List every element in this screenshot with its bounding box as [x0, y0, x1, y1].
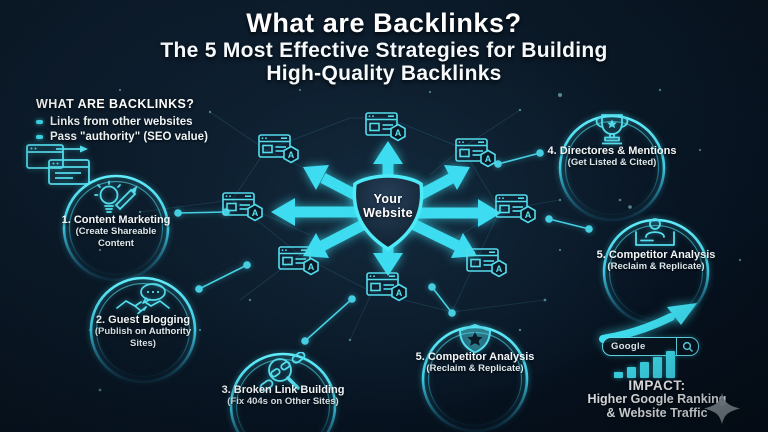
strategy-detail: (Reclaim & Replicate) — [607, 261, 705, 272]
strategy-name: 1. Content Marketing — [61, 214, 171, 226]
definition-bullet-2: Pass "authority" (SEO value) — [36, 131, 208, 143]
browser-authority-icon — [466, 248, 508, 278]
network-dots — [88, 88, 742, 392]
handshake-chat-icon — [116, 283, 170, 315]
title-block: What are Backlinks? The 5 Most Effective… — [0, 8, 768, 85]
definition-bullet-1: Links from other websites — [36, 116, 208, 128]
trophy-icon — [595, 114, 629, 145]
strategy-detail: Content — [98, 237, 134, 249]
traffic-bar — [653, 357, 662, 378]
impact-text: IMPACT: Higher Google Ranking & Website … — [575, 378, 739, 420]
impact-heading: IMPACT: — [628, 378, 686, 393]
traffic-bars — [614, 350, 690, 378]
strategy-detail: (Fix 404s on Other Sites) — [227, 396, 339, 407]
traffic-bar — [640, 362, 649, 378]
browser-authority-icon — [222, 192, 264, 222]
strategy-name: 5. Competitor Analysis — [596, 249, 716, 261]
strategy-detail: (Create Shareable — [75, 226, 157, 237]
main-title: What are Backlinks? — [246, 8, 522, 38]
search-icon — [676, 338, 698, 355]
browser-authority-icon — [495, 194, 537, 224]
person-tray-icon — [635, 218, 675, 246]
lightbulb-pencil-icon — [94, 180, 138, 213]
bullet-marker — [36, 120, 43, 124]
network-background — [139, 109, 561, 341]
strategy-detail: (Publish on Authority — [94, 326, 192, 337]
hub-shield — [352, 174, 424, 252]
browser-authority-icon — [365, 112, 407, 142]
strategy-detail: (Get Listed & Cited) — [567, 157, 657, 168]
backlink-windows-icon — [26, 144, 90, 185]
connector-lines — [174, 149, 593, 345]
circle-ring — [62, 174, 170, 282]
bullet-marker — [36, 135, 43, 139]
traffic-bar — [627, 367, 636, 378]
strategy-name: 2. Guest Blogging — [95, 314, 191, 326]
circle-ring — [89, 276, 197, 384]
strategy-directories-mentions: 4. Directores & Mentions (Get Listed & C… — [548, 112, 676, 224]
traffic-bar — [666, 351, 675, 378]
browser-authority-icon — [366, 272, 408, 302]
browser-authority-icon — [455, 138, 497, 168]
subtitle-line-1: The 5 Most Effective Strategies for Buil… — [160, 39, 608, 62]
strategy-content-marketing: 1. Content Marketing (Create Shareable C… — [60, 172, 172, 284]
strategy-detail: Sites) — [130, 337, 156, 349]
traffic-bar — [614, 372, 623, 378]
sparkle-icon — [704, 393, 740, 424]
strategy-name: 5. Competitor Analysis — [415, 351, 535, 363]
hub-website-label: Your Website — [363, 192, 413, 220]
definition-heading: WHAT ARE BACKLINKS? — [36, 97, 195, 111]
magnifier-broken-chain-icon — [259, 352, 306, 392]
browser-authority-icon — [278, 246, 320, 276]
strategy-name: 3. Broken Link Building — [221, 384, 345, 396]
browser-authority-icon — [258, 134, 300, 164]
strategy-name: 4. Directores & Mentions — [547, 145, 677, 157]
search-engine-label: Google — [611, 341, 646, 352]
strategy-detail: (Reclaim & Replicate) — [426, 363, 524, 374]
strategy-broken-link-building: 3. Broken Link Building (Fix 404s on Oth… — [222, 350, 344, 432]
subtitle-line-2: High-Quality Backlinks — [266, 62, 502, 85]
strategy-competitor-analysis-bottom: 5. Competitor Analysis (Reclaim & Replic… — [416, 323, 534, 432]
definition-block: WHAT ARE BACKLINKS? Links from other web… — [36, 97, 208, 146]
strategy-guest-blogging: 2. Guest Blogging (Publish on Authority … — [87, 274, 199, 386]
shield-star-icon — [459, 324, 491, 354]
